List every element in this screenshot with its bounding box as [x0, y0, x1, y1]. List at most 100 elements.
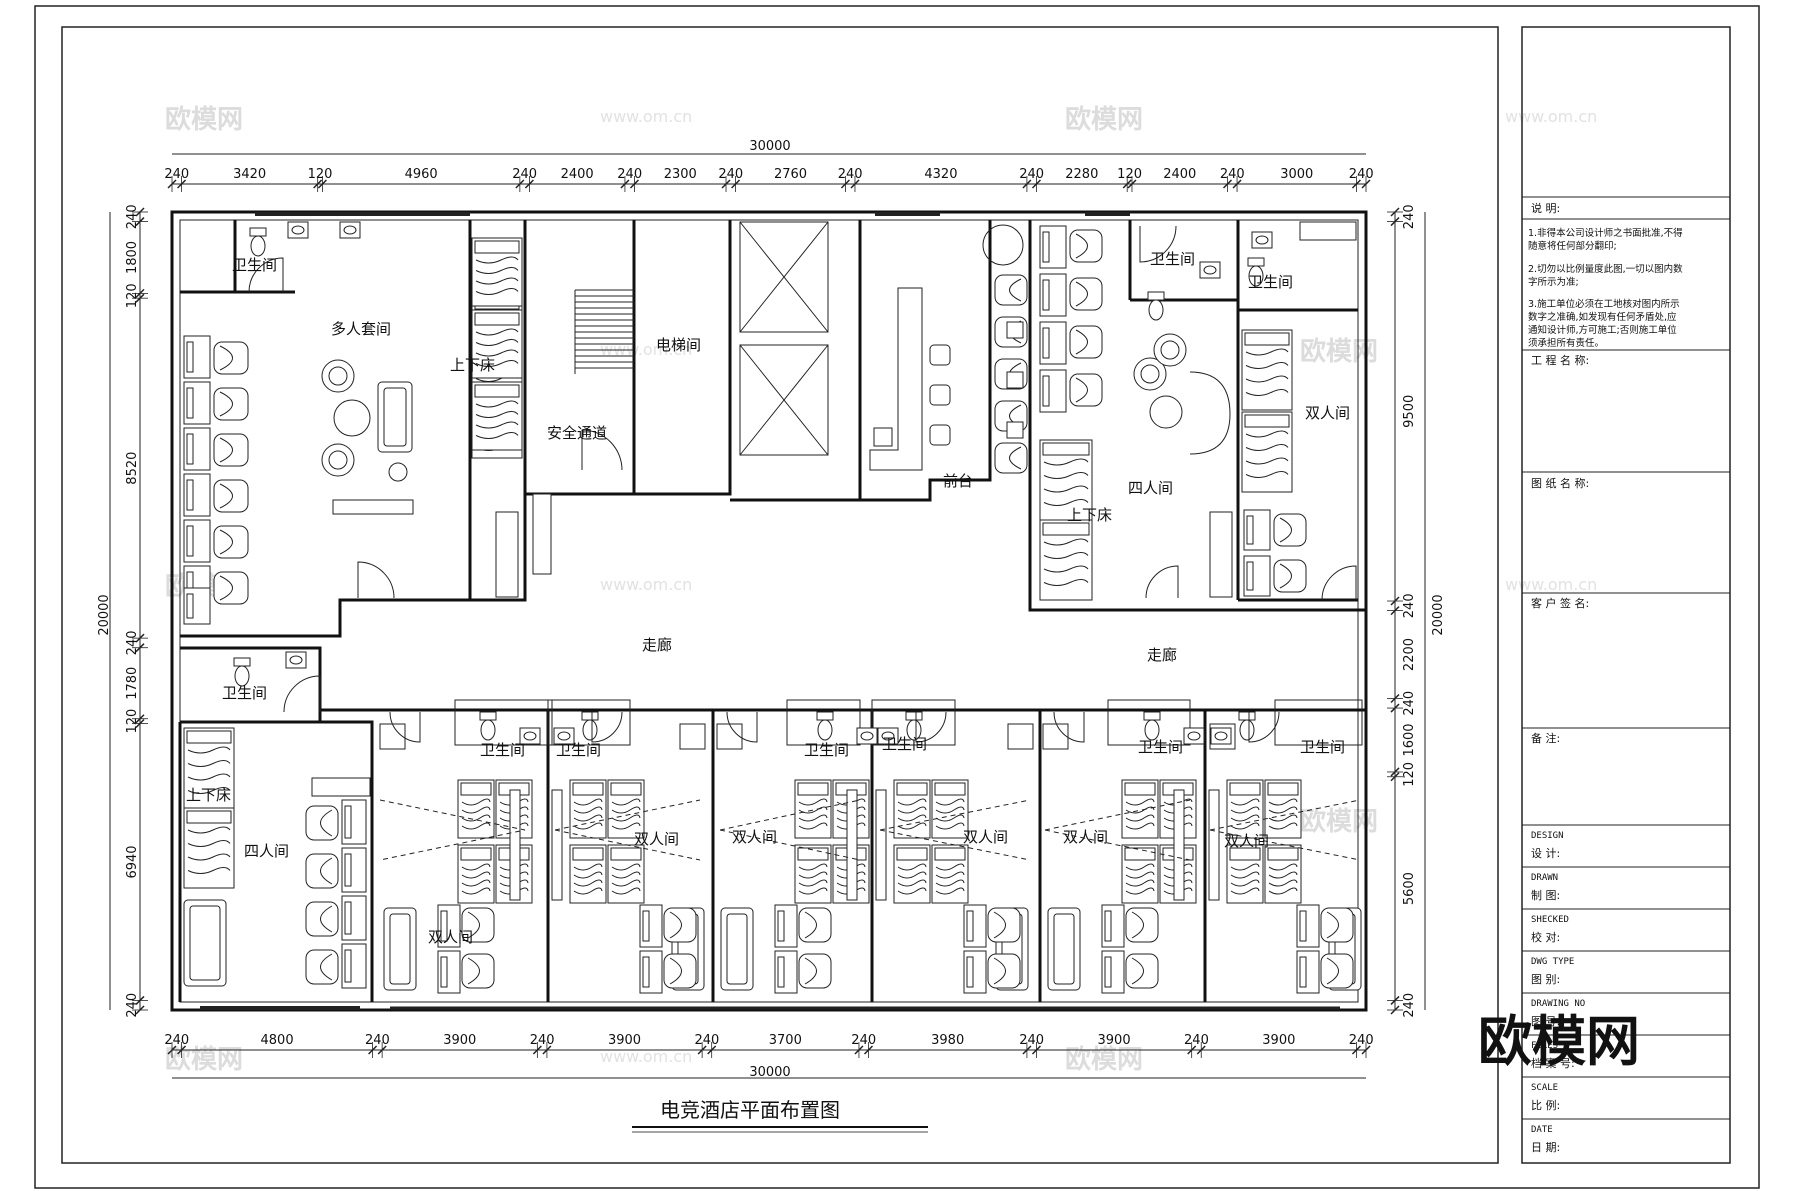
- bar-stool-icon: [929, 424, 951, 446]
- gaming-chair-icon: [994, 274, 1028, 306]
- building-walls: [170, 210, 1368, 1012]
- dim-label: 9500: [1402, 395, 1417, 428]
- svg-text:SCALE: SCALE: [1531, 1083, 1558, 1093]
- svg-text:DRAWN: DRAWN: [1531, 873, 1558, 883]
- svg-text:DESIGN: DESIGN: [1531, 831, 1564, 841]
- checked-label: 校 对:: [1531, 930, 1560, 944]
- gaming-chair-icon: [1069, 373, 1103, 407]
- monitor-icon: [440, 910, 448, 942]
- monitor-icon: [344, 853, 352, 887]
- note-3: 3.施工单位必须在工地核对图内所示: [1528, 298, 1680, 310]
- door-swing: [389, 711, 421, 743]
- monitor-icon: [1042, 231, 1050, 263]
- monitor-icon: [642, 956, 650, 988]
- dim-label: 2400: [1163, 167, 1196, 182]
- plant-icon: [388, 462, 408, 482]
- note-1b: 随意将任何部分翻印;: [1528, 240, 1617, 252]
- gaming-chair-icon: [1273, 559, 1307, 593]
- label-double-6: 双人间: [1224, 832, 1269, 850]
- scale-label: 比 例:: [1531, 1098, 1560, 1112]
- partition-panel: [1173, 789, 1185, 901]
- monitor-icon: [186, 593, 194, 619]
- dim-label: 4800: [261, 1033, 294, 1048]
- desk: [774, 950, 798, 994]
- sofa-icon: [383, 907, 417, 991]
- monitor-icon: [1246, 515, 1254, 545]
- side-table: [1006, 321, 1024, 339]
- svg-text:www.om.cn: www.om.cn: [1505, 575, 1597, 594]
- monitor-icon: [440, 956, 448, 988]
- sink-icon: [287, 221, 309, 239]
- partition-panel: [509, 789, 521, 901]
- gaming-chair-icon: [994, 442, 1028, 474]
- sofa-icon: [720, 907, 754, 991]
- label-double-3: 双人间: [732, 828, 777, 846]
- desk: [183, 381, 211, 425]
- bunk-bed-icon: [183, 807, 235, 889]
- bunk-bed-icon: [931, 844, 969, 904]
- desk: [183, 335, 211, 379]
- label-reception: 前台: [943, 472, 973, 490]
- right-total-dim: 20000: [1431, 594, 1446, 635]
- dim-label: 240: [1402, 993, 1417, 1018]
- label-bunk-2: 上下床: [1067, 506, 1112, 524]
- monitor-icon: [777, 956, 785, 988]
- drawing-title: 电竞酒店平面布置图: [632, 1098, 928, 1133]
- drawing-name-label: 图 纸 名 称:: [1531, 476, 1589, 490]
- desk: [183, 587, 211, 625]
- dim-label: 3900: [1098, 1033, 1131, 1048]
- monitor-icon: [186, 479, 194, 511]
- desk: [437, 904, 461, 948]
- door-swing: [283, 675, 321, 713]
- svg-text:www.om.cn: www.om.cn: [600, 575, 692, 594]
- label-bath-6: 卫生间: [556, 741, 601, 759]
- gaming-chair-icon: [305, 949, 339, 985]
- dim-label: 5600: [1402, 872, 1417, 905]
- potted-plant-icon: [982, 224, 1024, 266]
- room-labels: 多人套间 上下床 卫生间 安全通道 电梯间 前台 卫生间 卫生间 双人间 四人间…: [186, 250, 1350, 946]
- dim-label: 3000: [1280, 167, 1313, 182]
- bunk-bed-icon: [1241, 329, 1293, 411]
- bunk-bed-icon: [471, 381, 523, 451]
- bunk-bed-icon: [893, 779, 931, 839]
- label-bath-1: 卫生间: [232, 256, 277, 274]
- sink-icon: [1199, 261, 1221, 279]
- dim-label: 2200: [1402, 638, 1417, 671]
- bar-stool-icon: [929, 384, 951, 406]
- radiator: [1299, 221, 1357, 241]
- dim-label: 240: [164, 1033, 189, 1048]
- dim-label: 1780: [125, 667, 140, 700]
- desk: [341, 943, 367, 989]
- armchair-icon: [1153, 333, 1187, 367]
- dim-label: 240: [125, 993, 140, 1018]
- svg-text:欧模网: 欧模网: [165, 104, 243, 135]
- sink-icon: [519, 727, 541, 745]
- dim-label: 120: [308, 167, 333, 182]
- armchair-icon: [321, 359, 355, 393]
- gaming-chair-icon: [1125, 907, 1159, 943]
- gaming-chair-icon: [1320, 907, 1354, 943]
- monitor-icon: [777, 910, 785, 942]
- sink-icon: [285, 651, 307, 669]
- files-label: 档 案 号:: [1531, 1056, 1575, 1070]
- armchair-icon: [321, 443, 355, 477]
- round-table: [1149, 395, 1183, 429]
- radiator: [311, 777, 371, 797]
- gaming-chair-icon: [213, 387, 249, 421]
- toilet-icon: [905, 711, 923, 741]
- furniture-layer: [183, 221, 1362, 994]
- note-3d: 须承担所有责任。: [1528, 337, 1604, 349]
- curved-sofa-icon: [1189, 371, 1231, 455]
- label-bunk-3: 上下床: [186, 786, 231, 804]
- label-corridor-1: 走廊: [642, 636, 672, 654]
- door-swing: [1053, 711, 1085, 743]
- desk: [341, 895, 367, 941]
- door-swing: [357, 561, 395, 599]
- label-double-4: 双人间: [963, 828, 1008, 846]
- sink-icon: [553, 727, 575, 745]
- bunk-bed-icon: [569, 779, 607, 839]
- gaming-chair-icon: [461, 953, 495, 989]
